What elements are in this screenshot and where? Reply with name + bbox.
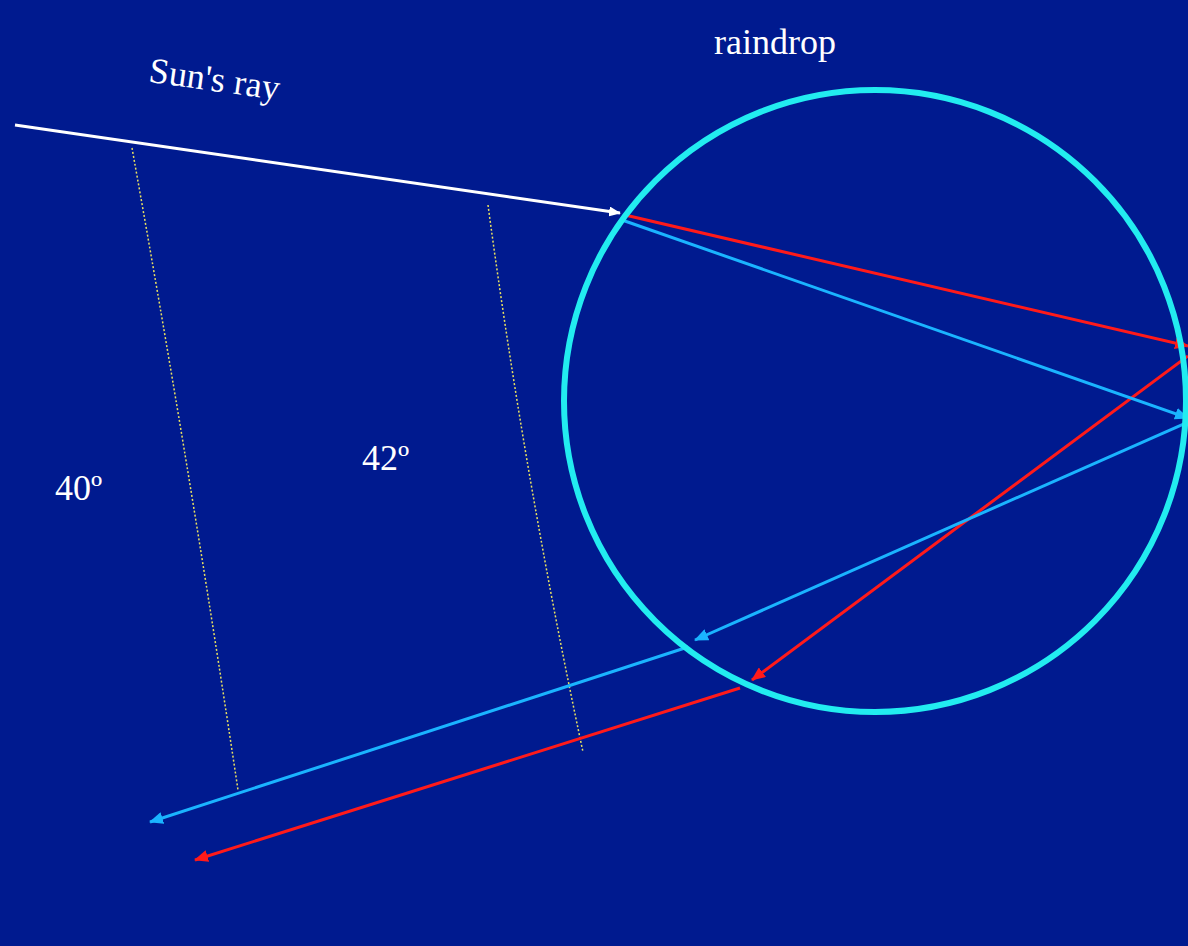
angle-arc <box>488 205 583 752</box>
node-label: raindrop <box>714 24 836 60</box>
sun-ray <box>15 125 620 213</box>
raindrop-circle: raindrop <box>560 18 1188 720</box>
angle-label: 40º <box>55 470 102 506</box>
angle-arc <box>132 148 238 790</box>
red-ray <box>625 215 1188 346</box>
blue-ray <box>150 647 688 822</box>
angle-label: 42º <box>362 440 409 476</box>
blue-ray <box>622 220 1188 418</box>
ray-label: Sun's ray <box>147 52 282 106</box>
red-ray <box>195 688 740 860</box>
raindrop-outline <box>560 18 1188 720</box>
blue-ray <box>695 422 1188 640</box>
